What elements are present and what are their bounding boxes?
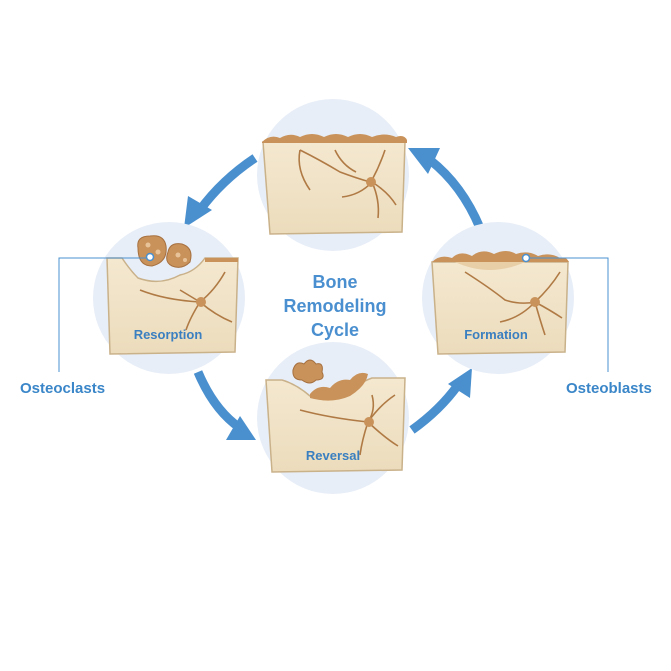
osteoblasts-label: Osteoblasts <box>566 380 652 397</box>
arrowhead-left <box>184 196 212 228</box>
diagram-title: Bone Remodeling Cycle <box>270 270 400 342</box>
arrow-top-to-resorption <box>196 154 258 213</box>
arrow-resorption-to-reversal <box>193 370 243 432</box>
lining-cells <box>262 134 407 143</box>
stage-label-formation: Formation <box>464 327 528 342</box>
callout-lines <box>58 257 609 372</box>
reversal-bone-block <box>265 372 406 473</box>
resorption-bone-block <box>106 257 239 355</box>
osteoblast-row <box>432 251 569 262</box>
osteoblast-pointer <box>521 253 531 263</box>
stage-label-reversal: Reversal <box>305 448 361 463</box>
arrowhead-top-right <box>408 148 440 174</box>
title-line-3: Cycle <box>310 320 360 340</box>
osteoid-layer <box>455 262 525 270</box>
macrophage-cell <box>292 359 324 384</box>
reversal-cells <box>310 372 368 401</box>
arrow-formation-to-top <box>427 156 485 230</box>
arrowhead-bottom-right <box>448 368 472 398</box>
formation-bone-block <box>431 251 569 355</box>
arrow-reversal-to-formation <box>409 382 462 434</box>
cycle-arrows <box>184 148 485 440</box>
title-line-1: Bone <box>312 272 358 292</box>
top-bone-block <box>262 134 407 235</box>
title-line-2: Remodeling <box>283 296 387 316</box>
arrowhead-bottom-left <box>226 416 256 440</box>
osteoclasts-label: Osteoclasts <box>20 380 106 397</box>
stage-label-resorption: Resorption <box>133 327 203 342</box>
osteoclast-pointer <box>145 252 155 262</box>
